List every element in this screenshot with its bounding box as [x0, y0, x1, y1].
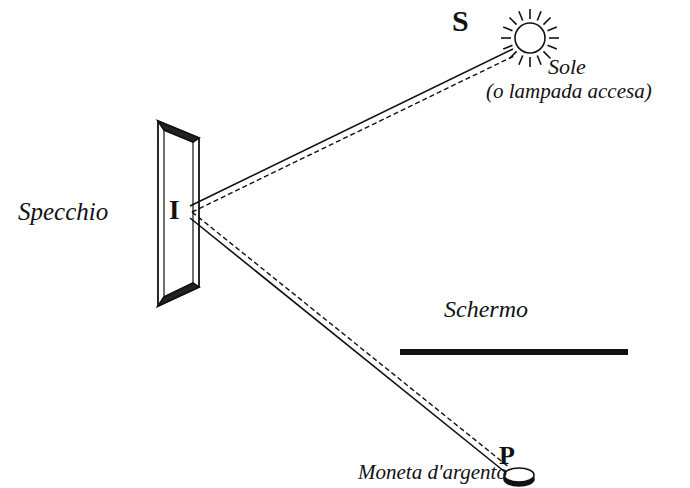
sun-ray	[549, 37, 559, 39]
sun-ray	[537, 11, 541, 20]
sun-ray	[529, 57, 531, 67]
sun-ray	[503, 27, 512, 31]
point-letter: S	[452, 4, 469, 37]
light-ray	[190, 49, 516, 472]
sun-ray	[543, 17, 550, 24]
sun-ray	[537, 56, 541, 65]
sun-ray	[509, 17, 516, 24]
mirror-label: Specchio	[18, 198, 108, 226]
screen-bar	[400, 349, 628, 355]
sun-ray	[529, 9, 531, 19]
sun-ray	[548, 27, 557, 31]
coin-symbol	[504, 468, 534, 486]
sun-ray	[548, 45, 557, 49]
sun-ray	[519, 56, 523, 65]
sun-note: (o lampada accesa)	[486, 80, 652, 103]
sun-label: Sole	[548, 55, 586, 79]
coin-label: Moneta d'argento	[358, 461, 507, 484]
point-letter: I	[169, 196, 180, 226]
sun-ray	[501, 37, 511, 39]
screen-label: Schermo	[444, 296, 528, 322]
sun-ray	[519, 11, 523, 20]
sun-ray	[503, 45, 512, 49]
